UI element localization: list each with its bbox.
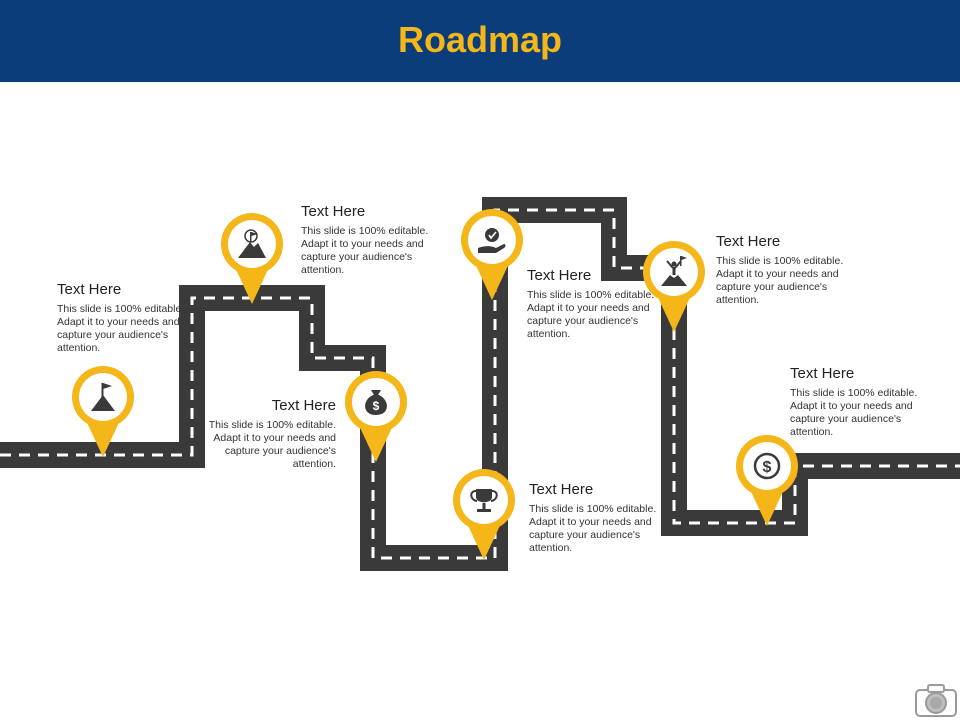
milestone-pin-4 <box>453 469 515 560</box>
milestone-text-7: Text Here This slide is 100% editable. A… <box>790 365 918 439</box>
milestone-description: This slide is 100% editable. Adapt it to… <box>790 387 918 438</box>
svg-text:$: $ <box>763 459 772 476</box>
milestone-text-3: Text Here This slide is 100% editable. A… <box>208 397 336 471</box>
milestone-description: This slide is 100% editable. Adapt it to… <box>527 289 655 340</box>
svg-text:$: $ <box>373 399 380 413</box>
milestone-description: This slide is 100% editable. Adapt it to… <box>208 419 336 470</box>
milestone-heading: Text Here <box>301 203 366 220</box>
milestone-description: This slide is 100% editable. Adapt it to… <box>716 255 844 306</box>
milestone-heading: Text Here <box>716 233 781 250</box>
milestone-text-1: Text Here This slide is 100% editable. A… <box>57 281 185 355</box>
milestone-heading: Text Here <box>57 281 122 298</box>
hand-badge-icon <box>478 228 506 253</box>
header-bar <box>0 0 960 82</box>
milestone-description: This slide is 100% editable. Adapt it to… <box>529 503 657 554</box>
dollar-coin-icon: $ <box>753 452 781 480</box>
camera-icon[interactable] <box>914 682 958 718</box>
milestone-text-5: Text Here This slide is 100% editable. A… <box>527 267 655 341</box>
milestone-description: This slide is 100% editable. Adapt it to… <box>301 225 429 276</box>
trophy-icon <box>470 489 498 512</box>
milestone-pin-2 <box>221 213 283 304</box>
milestone-heading: Text Here <box>529 481 594 498</box>
mountain-flag-icon <box>91 383 115 411</box>
milestone-pin-6 <box>643 241 705 332</box>
milestone-pin-5 <box>461 209 523 300</box>
milestone-text-4: Text Here This slide is 100% editable. A… <box>529 481 657 555</box>
milestone-pin-7: $ <box>736 435 798 526</box>
milestone-heading: Text Here <box>790 365 855 382</box>
milestone-heading: Text Here <box>271 397 336 414</box>
milestone-text-2: Text Here This slide is 100% editable. A… <box>301 203 429 277</box>
page-title: Roadmap <box>397 19 563 60</box>
milestone-text-6: Text Here This slide is 100% editable. A… <box>716 233 844 307</box>
milestone-description: This slide is 100% editable. Adapt it to… <box>57 303 185 354</box>
money-bag-icon: $ <box>365 390 387 415</box>
milestone-pin-1 <box>72 366 134 457</box>
person-summit-icon <box>661 256 687 286</box>
mountain-peak-flag-icon <box>238 229 266 258</box>
milestone-pin-3: $ <box>345 371 407 462</box>
milestone-heading: Text Here <box>527 267 592 284</box>
